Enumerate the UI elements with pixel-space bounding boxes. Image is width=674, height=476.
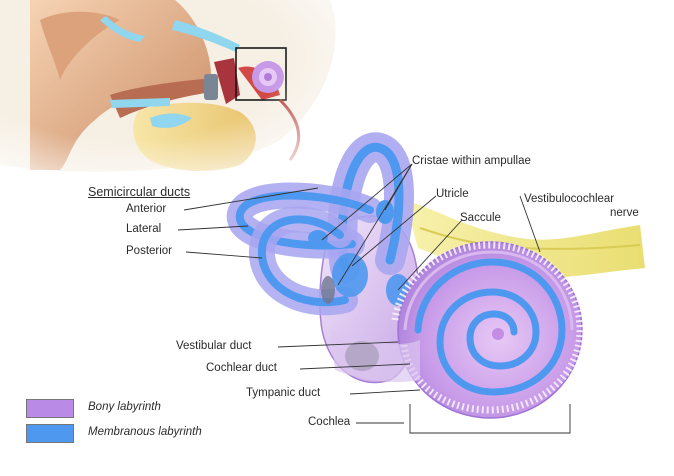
utricle-shape xyxy=(332,253,368,297)
leader-lines xyxy=(177,163,571,434)
label-posterior: Posterior xyxy=(126,245,173,257)
label-saccule: Saccule xyxy=(460,212,501,224)
label-cochlea: Cochlea xyxy=(308,416,351,428)
legend-label-membranous: Membranous labyrinth xyxy=(88,426,202,438)
label-nerve-line1: Vestibulocochlear xyxy=(524,193,615,205)
legend-label-bony: Bony labyrinth xyxy=(88,401,161,413)
label-lateral: Lateral xyxy=(126,223,162,235)
label-cristae: Cristae within ampullae xyxy=(412,155,531,167)
semicircular-ducts-heading: Semicircular ducts xyxy=(88,185,191,199)
legend-swatch-bony xyxy=(26,399,74,418)
label-vestibular-duct: Vestibular duct xyxy=(176,340,252,352)
cochlea-shape xyxy=(330,241,584,419)
legend-swatch-membranous xyxy=(26,424,74,443)
label-anterior: Anterior xyxy=(126,203,167,215)
label-cochlear-duct: Cochlear duct xyxy=(206,362,277,374)
ear-cross-section-inset xyxy=(0,0,360,190)
label-nerve-line2: nerve xyxy=(610,207,639,219)
label-tympanic-duct: Tympanic duct xyxy=(246,387,321,399)
semicircular-canals-shape xyxy=(226,132,414,316)
label-utricle: Utricle xyxy=(436,188,469,200)
